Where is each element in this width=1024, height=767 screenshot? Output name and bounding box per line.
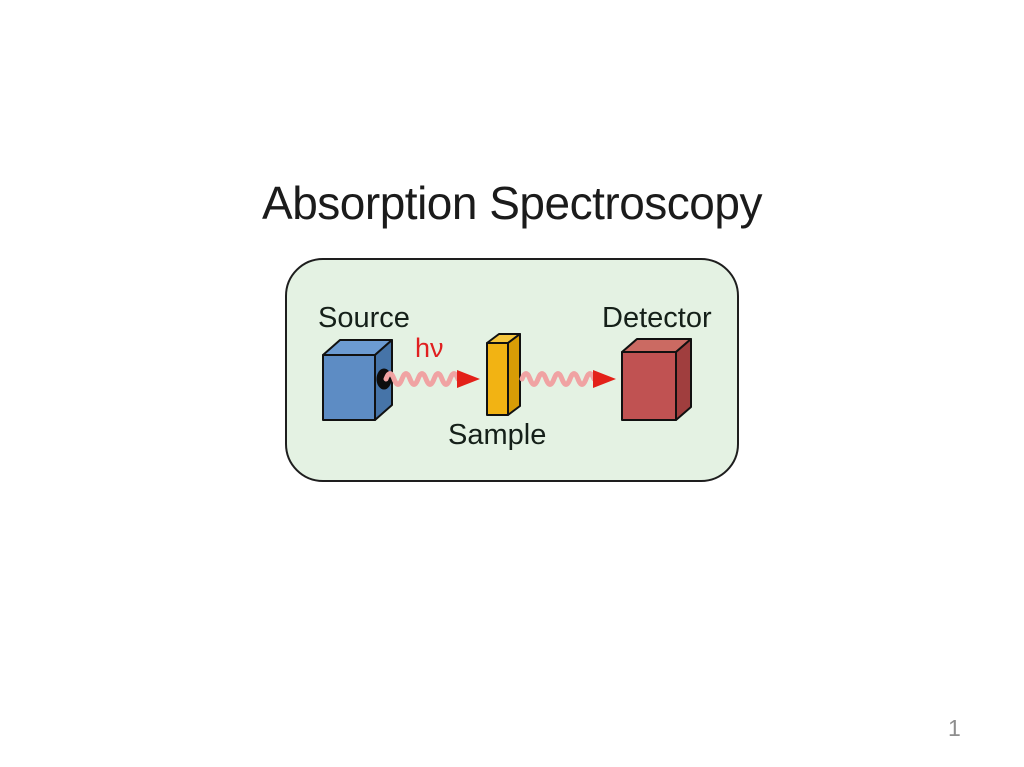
detector-cube (621, 338, 692, 421)
sample-cuvette-side-face (507, 333, 521, 416)
slide-title: Absorption Spectroscopy (262, 177, 762, 229)
detector-label: Detector (602, 302, 712, 334)
photon-wave-1 (383, 371, 461, 387)
sample-label: Sample (448, 419, 547, 451)
photon-wave-2 (519, 371, 597, 387)
page-number: 1 (948, 715, 961, 741)
photon-arrowhead-1 (457, 370, 480, 388)
detector-cube-side-face (675, 338, 692, 421)
photon-energy-label: hν (415, 333, 444, 363)
diagram-box: Source Detector Sample hν (285, 258, 739, 482)
sample-cuvette-front-face (486, 342, 509, 416)
source-label: Source (318, 302, 410, 334)
source-cube-front-face (322, 354, 376, 421)
sample-cuvette (486, 333, 521, 416)
detector-cube-front-face (621, 351, 677, 421)
diagram-graphic (322, 333, 692, 421)
source-cube (322, 339, 393, 421)
photon-arrowhead-2 (593, 370, 616, 388)
